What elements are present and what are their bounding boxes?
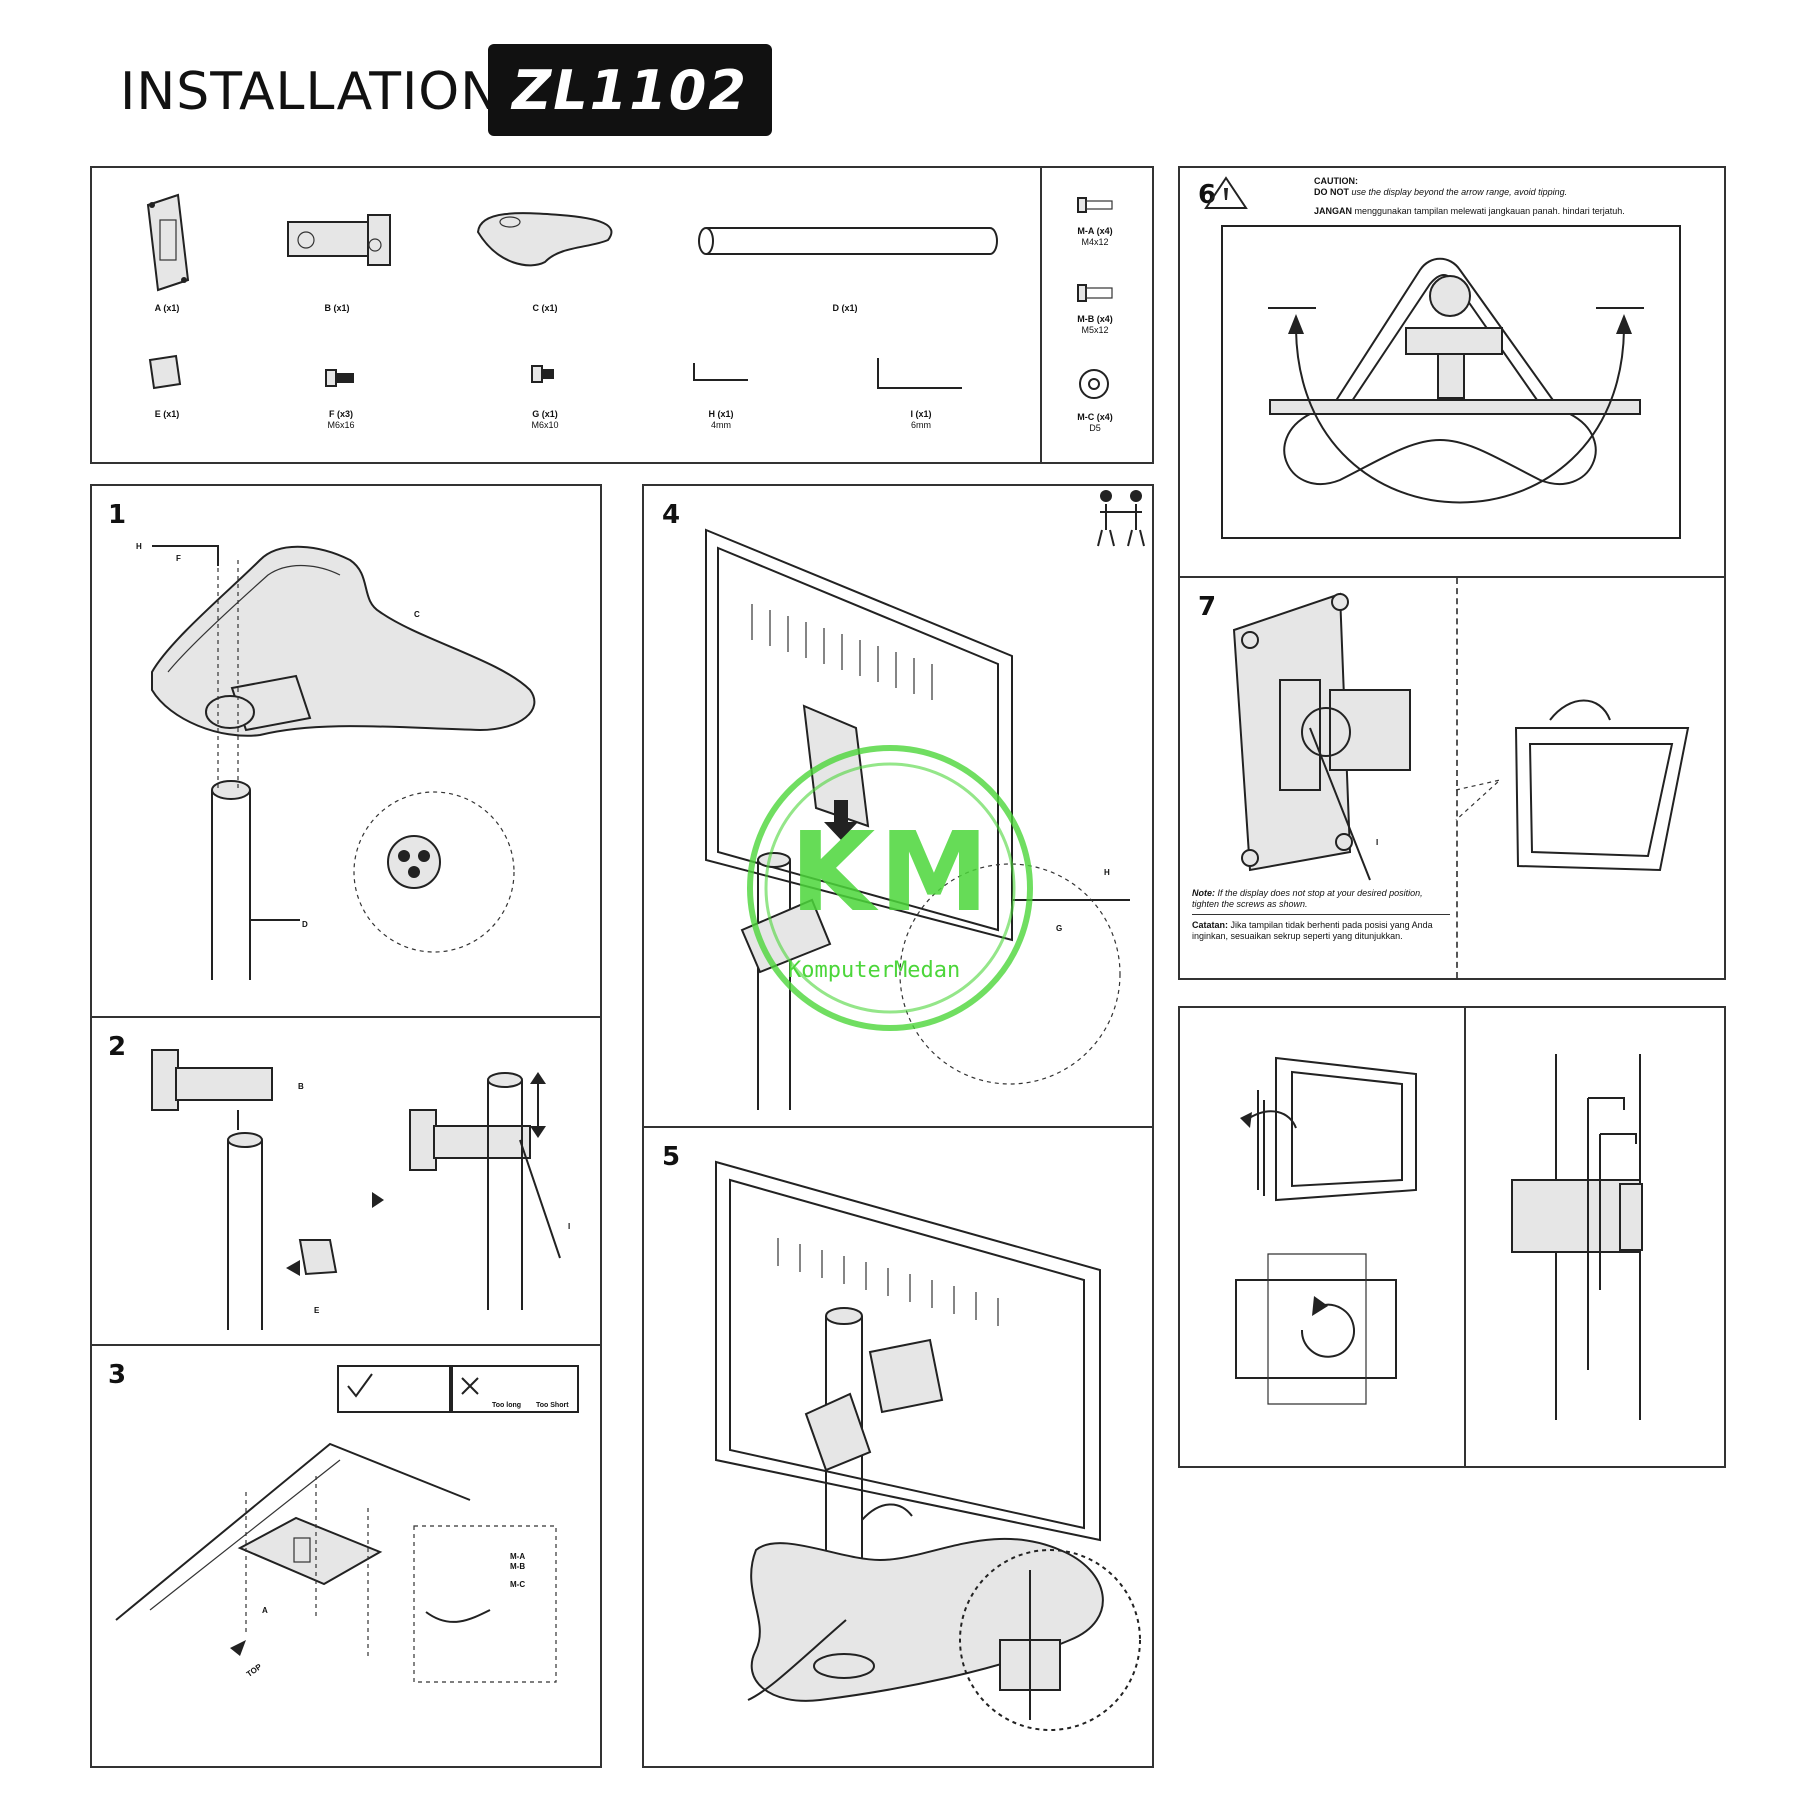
step-5-number: 5 bbox=[662, 1142, 681, 1172]
callout-f-step1: F bbox=[176, 554, 181, 563]
step-5-drawing bbox=[715, 1160, 1141, 1731]
too-short-label: Too Short bbox=[536, 1402, 569, 1409]
rotate-arrow-icon bbox=[1300, 1303, 1355, 1358]
parts-divider bbox=[1040, 166, 1042, 464]
part-a-label: A (x1) bbox=[154, 303, 180, 313]
part-d-drawing bbox=[698, 227, 998, 255]
part-i-label: I (x1)6mm bbox=[910, 409, 932, 430]
part-mb-label: M-B (x4)M5x12 bbox=[1077, 314, 1113, 335]
callout-d-step1: D bbox=[302, 920, 308, 929]
note-divider bbox=[1192, 914, 1450, 915]
part-mc-label: M-C (x4)D5 bbox=[1077, 412, 1113, 433]
model-badge: ZL1102 bbox=[488, 44, 772, 136]
callout-h-step1: H bbox=[136, 542, 142, 551]
note-id: Catatan: Jika tampilan tidak berhenti pa… bbox=[1192, 920, 1433, 941]
step-7-number: 7 bbox=[1198, 592, 1217, 622]
step-7-drawing bbox=[1232, 592, 1690, 881]
callout-a-step3: A bbox=[262, 1606, 268, 1615]
part-h-label: H (x1)4mm bbox=[708, 409, 734, 430]
callout-h-step4: H bbox=[1104, 868, 1110, 877]
part-e-drawing bbox=[148, 354, 182, 390]
part-f-drawing bbox=[325, 369, 354, 387]
step-1-number: 1 bbox=[108, 500, 127, 530]
part-mc-drawing bbox=[1079, 369, 1109, 399]
parts-panel bbox=[90, 166, 1154, 464]
part-g-label: G (x1)M6x10 bbox=[531, 409, 559, 430]
watermark-initials: KM bbox=[790, 808, 993, 936]
step-4-drawing bbox=[705, 490, 1145, 1110]
watermark-logo bbox=[747, 745, 1033, 1031]
part-b-label: B (x1) bbox=[324, 303, 350, 313]
callout-mb-step3: M-B bbox=[510, 1562, 526, 1571]
caution-text-id: JANGAN menggunakan tampilan melewati jan… bbox=[1314, 206, 1625, 216]
step-2-number: 2 bbox=[108, 1032, 127, 1062]
step-4-number: 4 bbox=[662, 500, 681, 530]
part-ma-drawing bbox=[1077, 197, 1113, 213]
page-title: INSTALLATION bbox=[120, 62, 501, 122]
step-3-number: 3 bbox=[108, 1360, 127, 1390]
caution-text: CAUTION: DO NOT use the display beyond t… bbox=[1314, 176, 1568, 197]
part-a-drawing bbox=[146, 193, 190, 292]
callout-e-step2: E bbox=[314, 1306, 320, 1315]
step-4-panel bbox=[642, 484, 1154, 1128]
callout-i-step2: I bbox=[568, 1222, 571, 1231]
part-ma-label: M-A (x4)M4x12 bbox=[1077, 226, 1113, 247]
part-c-label: C (x1) bbox=[532, 303, 558, 313]
part-f-label: F (x3)M6x16 bbox=[327, 409, 355, 430]
extra-panel-divider bbox=[1464, 1006, 1466, 1468]
step-3-drawing bbox=[115, 1365, 579, 1683]
step-6-number: 6 bbox=[1198, 180, 1217, 210]
part-e-label: E (x1) bbox=[154, 409, 180, 419]
step-1-drawing bbox=[151, 545, 536, 980]
two-person-lift-icon bbox=[1097, 490, 1145, 547]
step-6-drawing bbox=[1204, 176, 1681, 539]
note-en: Note: If the display does not stop at yo… bbox=[1192, 888, 1423, 909]
callout-mc-step3: M-C bbox=[510, 1580, 526, 1589]
callout-b-step2: B bbox=[298, 1082, 304, 1091]
extra-drawing bbox=[1235, 1054, 1643, 1420]
step-6-7-divider bbox=[1456, 578, 1458, 978]
part-c-drawing bbox=[476, 212, 613, 267]
callout-ma-step3: M-A bbox=[510, 1552, 526, 1561]
part-i-drawing bbox=[877, 358, 962, 389]
caution-triangle-icon bbox=[1204, 176, 1248, 209]
step-2-drawing bbox=[151, 1049, 561, 1330]
part-b-drawing bbox=[287, 214, 391, 266]
part-g-drawing bbox=[531, 365, 554, 383]
callout-i-step7: I bbox=[1376, 838, 1379, 847]
part-h-drawing bbox=[693, 363, 748, 381]
part-mb-drawing bbox=[1077, 284, 1113, 302]
watermark-name: KomputerMedan bbox=[788, 958, 961, 983]
cross-icon bbox=[461, 1377, 479, 1395]
too-long-label: Too long bbox=[492, 1402, 522, 1409]
callout-g-step4: G bbox=[1056, 924, 1063, 933]
part-d-label: D (x1) bbox=[832, 303, 858, 313]
callout-c-step1: C bbox=[414, 610, 420, 619]
check-icon bbox=[347, 1373, 373, 1398]
